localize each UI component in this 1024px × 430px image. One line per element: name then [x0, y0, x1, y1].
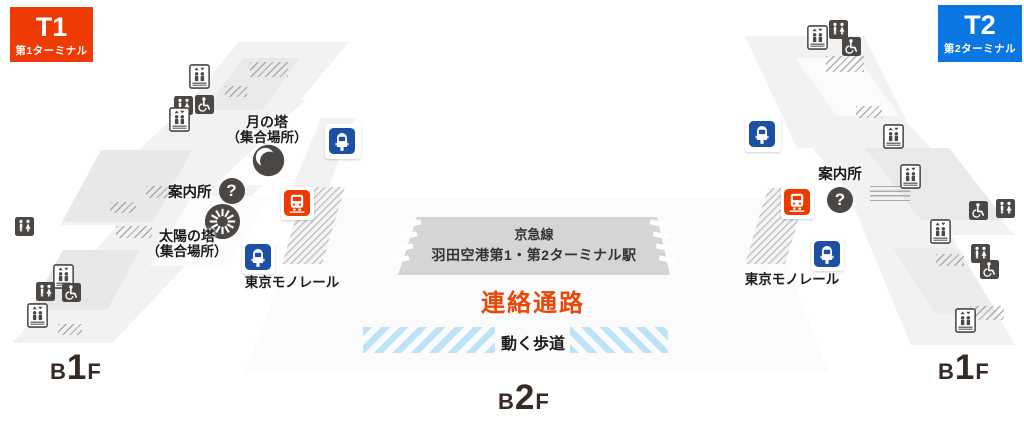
stairs-marks [146, 186, 176, 198]
terminal1-monorail-label: 東京モノレール [244, 275, 340, 290]
information-label: 案内所 [168, 184, 212, 201]
connecting-passage-label: 連絡通路 [481, 290, 585, 317]
monorail-station-icon [245, 244, 271, 270]
terminal1-code: T1 [35, 12, 68, 42]
accessible-toilet-icon [969, 201, 988, 220]
elevator-icon [27, 303, 48, 328]
floor-letter: B [938, 359, 955, 384]
floor-letter: B [50, 359, 67, 384]
moving-walkway-stripes [570, 327, 668, 353]
restroom-icon [36, 282, 55, 301]
elevator-icon [930, 219, 951, 244]
information-label: 案内所 [818, 167, 862, 183]
moving-walkway-label: 動く歩道 [500, 336, 565, 353]
floor-letter: F [535, 389, 550, 414]
stairs-marks [116, 226, 152, 238]
stairs-marks [826, 56, 864, 72]
floor-number: 1 [66, 348, 88, 387]
accessible-toilet-icon [980, 260, 999, 279]
moon-tower-subtitle: （集合場所） [226, 130, 308, 146]
terminal1-name: 第1ターミナル [15, 45, 88, 58]
question-icon: ? [218, 178, 245, 204]
floor-number: 2 [514, 378, 536, 417]
station-name-label: 羽田空港第1・第2ターミナル駅 [431, 247, 637, 263]
terminal2-monorail-label: 東京モノレール [744, 272, 840, 287]
keikyu-station-area: 京急線 羽田空港第1・第2ターミナル駅 [398, 217, 670, 275]
stairs-marks [58, 324, 82, 335]
elevator-icon [807, 25, 828, 50]
accessible-toilet-icon [842, 37, 861, 56]
monorail-station-icon [814, 241, 840, 267]
terminal2-information: 案内所 ? [798, 163, 882, 213]
stairs-marks [225, 86, 247, 97]
sun-tower-subtitle: （集合場所） [146, 244, 228, 260]
terminal1-information: 案内所 ? [168, 178, 245, 204]
floor-number: 1 [954, 348, 976, 387]
stairs-marks [970, 306, 1004, 320]
floor-letter: F [975, 359, 990, 384]
floor-letter: B [498, 389, 515, 414]
moon-tower-icon [252, 144, 285, 177]
escalator-marks [870, 186, 910, 201]
sun-tower-title: 太陽の塔 [159, 228, 215, 244]
elevator-icon [189, 64, 210, 89]
floor-letter: F [87, 359, 102, 384]
monorail-station-icon [749, 121, 775, 147]
elevator-icon [883, 124, 904, 149]
terminal2-name: 第2ターミナル [943, 43, 1017, 56]
elevator-icon [955, 308, 976, 333]
stairs-marks [110, 202, 136, 213]
question-mark: ? [226, 181, 237, 200]
stairs-marks [856, 106, 882, 118]
question-icon: ? [827, 187, 853, 213]
question-mark: ? [834, 190, 846, 209]
terminal2-code: T2 [964, 10, 996, 40]
monorail-station-icon [329, 128, 355, 154]
station-line-label: 京急線 [514, 227, 554, 242]
sun-tower-label: 太陽の塔 （集合場所） [127, 228, 247, 260]
restroom-icon [15, 217, 34, 236]
stairs-marks [250, 62, 288, 77]
stairs-marks [936, 254, 964, 266]
accessible-toilet-icon [195, 95, 214, 114]
moon-tower-title: 月の塔 [246, 114, 288, 130]
accessible-toilet-icon [62, 283, 81, 302]
terminal1-badge: T1 第1ターミナル [10, 7, 93, 62]
moving-walkway-stripes [363, 327, 495, 353]
elevator-icon [900, 164, 921, 189]
restroom-icon [996, 199, 1015, 218]
keikyu-station-icon [284, 190, 310, 216]
moon-tower-label: 月の塔 （集合場所） [207, 114, 327, 146]
terminal2-badge: T2 第2ターミナル [938, 5, 1022, 62]
elevator-icon [169, 107, 190, 132]
